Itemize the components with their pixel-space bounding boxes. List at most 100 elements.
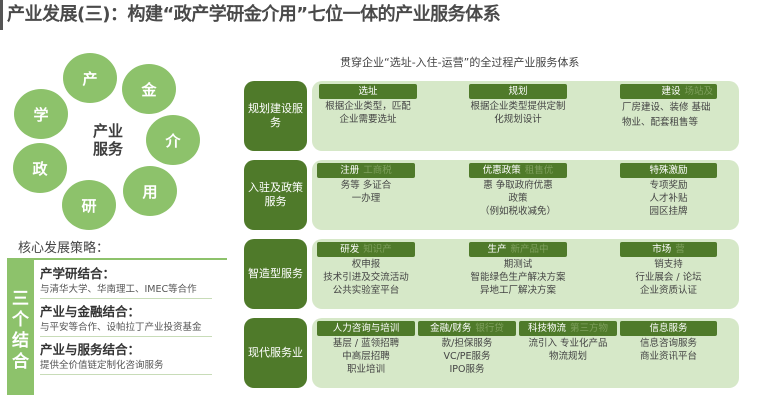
strategy-item-desc: 与清华大学、华南理工、IMEC等合作 [40,283,212,299]
cell-line: 化规划设计 [494,114,542,125]
cell-line: VC/PE服务 [443,351,491,362]
cell-body: 专项奖励 人才补贴 园区挂牌 [620,179,717,218]
cell-head-label: 规划 [508,86,528,97]
row-label: 规划建设服务 [244,81,307,151]
cell-head-label: 科技物流 [527,323,566,334]
service-cell: 特殊激励 专项奖励 人才补贴 园区挂牌 [620,163,717,218]
cell-body: 款/担保服务 VC/PE服务 IPO服务 [418,337,516,376]
cell-head-label: 信息服务 [649,323,688,334]
service-cell: 规划 根据企业类型提供定制 化规划设计 [469,84,567,126]
circle-jie: 介 [146,115,200,165]
cell-head-faint: 营 [675,244,685,255]
center-label-line1: 产业 [92,122,123,140]
cell-line: 人才补贴 [649,193,688,204]
service-cell: 生产新产品中 期测试 智能绿色生产解决方案 异地工厂解决方案 [469,242,567,297]
strategy-item-title: 产业与服务结合： [40,342,141,357]
cell-head-faint: 场站及 [684,86,713,97]
services-header: 贯穿企业“选址-入住-运营”的全过程产业服务体系 [340,56,580,69]
strategy-item-desc: 与平安等合作、设帕拉丁产业投资基金 [40,321,212,337]
row-panel: 选址 根据企业类型，匹配 企业需要选址 规划 根据企业类型提供定制 化规划设计 … [312,81,739,151]
cell-head-label: 市场 [652,244,672,255]
cell-head: 优惠政策租售优 [469,163,567,178]
cell-body: 务等 多证合 一办理 [317,179,415,205]
cell-head-faint: 租售优 [524,165,554,176]
cell-body: 厂房建设、装修 基础 物业、配套租售等 [620,100,717,130]
title-bar: 产业发展(三)：构建“政产学研金介用”七位一体的产业服务体系 [0,0,501,30]
cell-line: 专项奖励 [649,180,688,191]
strategy-side-label: 三 个 结 合 [7,260,34,395]
cell-head-label: 注册 [340,165,360,176]
cell-line: 技术引进及交流活动 [323,272,409,283]
cell-head-label: 人力咨询与培训 [332,323,400,334]
cell-line: 根据企业类型提供定制 [470,101,566,112]
circle-yong: 用 [123,166,177,216]
cell-body: 惠 争取政府优惠 政策 （例如税收减免） [469,179,567,218]
cell-line: 根据企业类型，匹配 [325,101,411,112]
cell-line: 物业、配套租售等 [622,117,699,128]
strategy-heading: 核心发展策略： [18,241,110,256]
circle-xue: 学 [14,89,68,139]
cell-line: 行业展会 / 论坛 [635,272,702,283]
cell-line: 职业培训 [346,364,385,375]
cell-head: 研发知识产 [317,242,415,257]
row-panel: 研发知识产 权申报 技术引进及交流活动 公共实验室平台 生产新产品中 期测试 智… [312,239,739,309]
cell-head: 信息服务 [620,321,717,336]
cell-head: 金融/财务银行贷 [418,321,516,336]
service-row-modern-services: 现代服务业 人力咨询与培训 基层 / 蓝领招聘 中高层招聘 职业培训 金融/财务… [244,318,740,388]
service-row-planning: 规划建设服务 选址 根据企业类型，匹配 企业需要选址 规划 根据企业类型提供定制… [244,81,740,151]
service-cell: 市场营 销支持 行业展会 / 论坛 企业资质认证 [620,242,717,297]
service-cell: 建设场站及 厂房建设、装修 基础 物业、配套租售等 [620,84,717,130]
cell-head-faint: 工商税 [363,165,392,176]
center-label: 产业 服务 [88,122,128,158]
cell-head-label: 研发 [340,244,360,255]
strategy-item: 产学研结合： 与清华大学、华南理工、IMEC等合作 [40,264,230,299]
strategy-item: 产业与金融结合： 与平安等合作、设帕拉丁产业投资基金 [40,302,230,337]
side-char: 个 [12,309,29,330]
row-label: 智造型服务 [244,239,307,309]
cell-body: 流引入 专业化产品 物流规划 [519,337,617,363]
cell-line: 商业资讯平台 [639,351,697,362]
service-cell: 研发知识产 权申报 技术引进及交流活动 公共实验室平台 [317,242,415,297]
cell-body: 期测试 智能绿色生产解决方案 异地工厂解决方案 [469,258,567,297]
cell-line: 智能绿色生产解决方案 [470,272,566,283]
cell-line: 销支持 [654,259,683,270]
strategy-item-title: 产业与金融结合： [40,304,141,319]
cell-head-faint: 第三方物 [570,323,609,334]
circle-zheng: 政 [13,143,67,193]
cell-head-label: 选址 [358,86,378,97]
circle-chan: 产 [63,53,117,103]
side-char: 结 [12,330,29,351]
center-label-line2: 服务 [92,140,123,158]
cell-line: 物流规划 [548,351,587,362]
cell-head: 建设场站及 [620,84,717,99]
cell-head-label: 金融/财务 [430,323,472,334]
cell-body: 根据企业类型提供定制 化规划设计 [469,100,567,126]
cell-line: 权申报 [351,259,381,270]
cell-line: 企业资质认证 [639,285,697,296]
cell-line: 一办理 [351,193,381,204]
cell-body: 信息咨询服务 商业资讯平台 [620,337,717,363]
cell-head: 科技物流第三方物 [519,321,617,336]
cell-head: 市场营 [620,242,717,257]
circle-yan: 研 [62,180,116,230]
cell-line: 务等 多证合 [340,180,392,191]
service-row-smart-manufacturing: 智造型服务 研发知识产 权申报 技术引进及交流活动 公共实验室平台 生产新产品中… [244,239,740,309]
service-cell: 人力咨询与培训 基层 / 蓝领招聘 中高层招聘 职业培训 [317,321,415,376]
cell-line: 中高层招聘 [342,351,390,362]
strategy-box: 三 个 结 合 产学研结合： 与清华大学、华南理工、IMEC等合作 产业与金融结… [7,258,227,395]
cell-body: 权申报 技术引进及交流活动 公共实验室平台 [317,258,415,297]
service-cell: 优惠政策租售优 惠 争取政府优惠 政策 （例如税收减免） [469,163,567,218]
cell-body: 销支持 行业展会 / 论坛 企业资质认证 [620,258,717,297]
service-cell: 金融/财务银行贷 款/担保服务 VC/PE服务 IPO服务 [418,321,516,376]
cell-head-label: 优惠政策 [482,165,521,176]
cell-body: 基层 / 蓝领招聘 中高层招聘 职业培训 [317,337,415,376]
cell-body: 根据企业类型，匹配 企业需要选址 [319,100,417,126]
cell-line: 企业需要选址 [339,114,397,125]
page-title: 产业发展(三)：构建“政产学研金介用”七位一体的产业服务体系 [7,4,501,25]
service-cell: 信息服务 信息咨询服务 商业资讯平台 [620,321,717,363]
service-cell: 注册工商税 务等 多证合 一办理 [317,163,415,205]
row-panel: 注册工商税 务等 多证合 一办理 优惠政策租售优 惠 争取政府优惠 政策 （例如… [312,160,739,230]
service-cell: 选址 根据企业类型，匹配 企业需要选址 [319,84,417,126]
service-cell: 科技物流第三方物 流引入 专业化产品 物流规划 [519,321,617,363]
cell-line: 流引入 专业化产品 [528,338,608,349]
